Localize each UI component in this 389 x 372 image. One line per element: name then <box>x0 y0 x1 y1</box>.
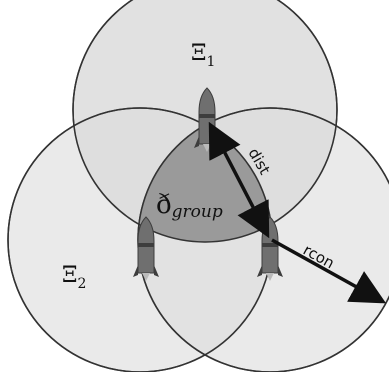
rocket-left <box>133 216 159 281</box>
label-xi1: Ξ1 <box>191 41 215 70</box>
label-group: ðgroup <box>156 190 223 222</box>
rcon-arrow <box>271 238 387 304</box>
dist-arrow <box>208 121 270 239</box>
label-xi2: Ξ2 <box>62 263 86 292</box>
